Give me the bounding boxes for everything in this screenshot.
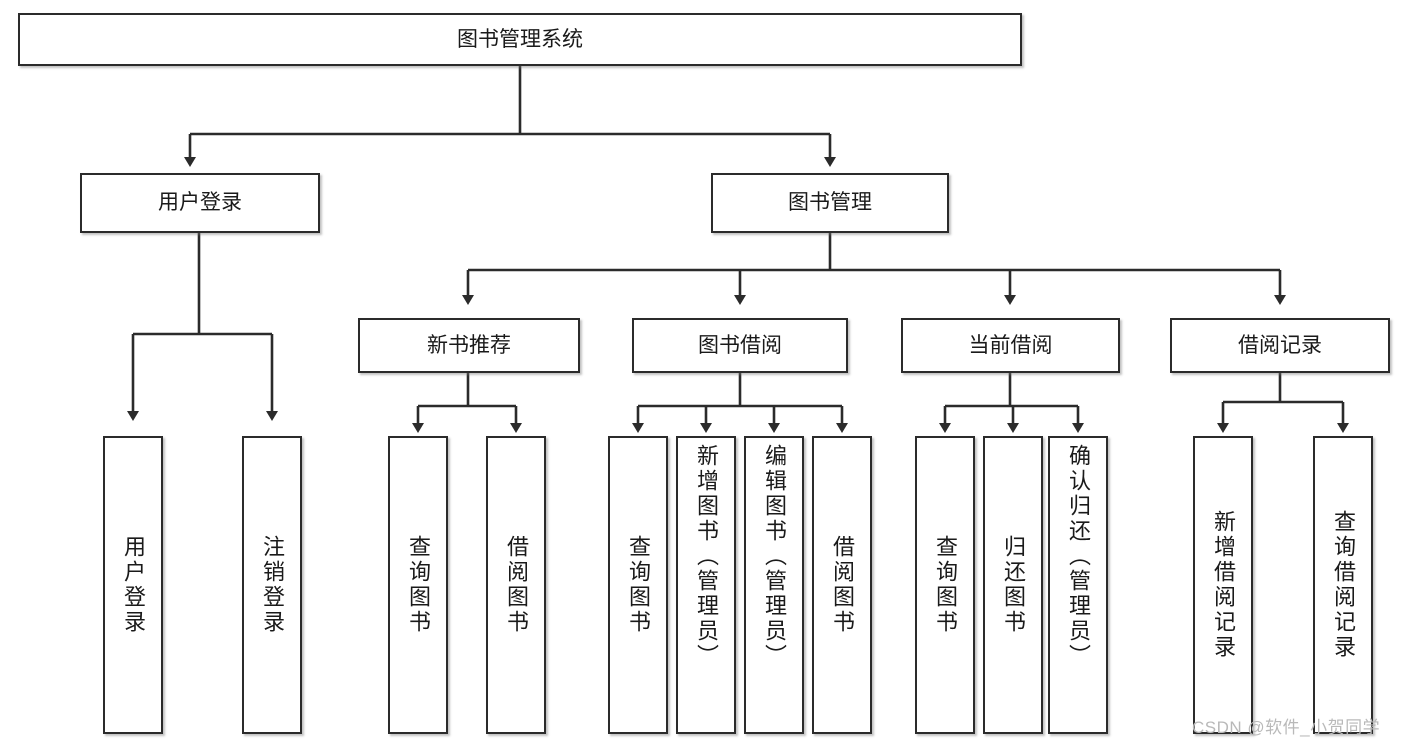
node-leaf-query-book-1[interactable]: 查询图书 [388, 436, 448, 734]
node-root-label: 图书管理系统 [457, 27, 583, 51]
node-leaf-query-book-2[interactable]: 查询图书 [608, 436, 668, 734]
node-book-management-label: 图书管理 [788, 191, 872, 215]
node-user-login[interactable]: 用户登录 [80, 173, 320, 233]
node-borrow-record[interactable]: 借阅记录 [1170, 318, 1390, 373]
node-leaf-borrow-book-1[interactable]: 借阅图书 [486, 436, 546, 734]
node-leaf-logout[interactable]: 注销登录 [242, 436, 302, 734]
node-leaf-edit-book[interactable]: 编辑图书（管理员） [744, 436, 804, 734]
watermark: CSDN @软件_小贺同学 [1192, 718, 1381, 737]
node-new-book-recommend-label: 新书推荐 [427, 333, 511, 357]
node-leaf-user-login[interactable]: 用户登录 [103, 436, 163, 734]
node-current-borrow-label: 当前借阅 [968, 333, 1053, 357]
node-leaf-confirm-return-label: 确认归还（管理员） [1066, 444, 1091, 669]
node-leaf-add-book[interactable]: 新增图书（管理员） [676, 436, 736, 734]
node-leaf-return-book-label: 归还图书 [1001, 535, 1026, 635]
node-leaf-borrow-book-2-label: 借阅图书 [830, 535, 855, 635]
node-leaf-edit-book-label: 编辑图书（管理员） [762, 444, 787, 669]
node-leaf-add-record-label: 新增借阅记录 [1211, 510, 1236, 660]
node-root[interactable]: 图书管理系统 [18, 13, 1022, 66]
node-leaf-borrow-book-1-label: 借阅图书 [504, 535, 529, 635]
node-book-borrow[interactable]: 图书借阅 [632, 318, 848, 373]
node-leaf-query-record[interactable]: 查询借阅记录 [1313, 436, 1373, 734]
node-user-login-label: 用户登录 [158, 191, 242, 215]
node-borrow-record-label: 借阅记录 [1238, 333, 1322, 357]
node-leaf-query-record-label: 查询借阅记录 [1331, 510, 1356, 660]
node-leaf-query-book-2-label: 查询图书 [626, 535, 651, 635]
node-leaf-query-book-3-label: 查询图书 [933, 535, 958, 635]
node-leaf-add-record[interactable]: 新增借阅记录 [1193, 436, 1253, 734]
node-current-borrow[interactable]: 当前借阅 [901, 318, 1120, 373]
node-leaf-query-book-3[interactable]: 查询图书 [915, 436, 975, 734]
node-book-borrow-label: 图书借阅 [698, 333, 782, 357]
node-leaf-add-book-label: 新增图书（管理员） [694, 444, 719, 669]
node-leaf-query-book-1-label: 查询图书 [406, 535, 431, 635]
node-leaf-logout-label: 注销登录 [260, 535, 285, 635]
node-leaf-borrow-book-2[interactable]: 借阅图书 [812, 436, 872, 734]
node-leaf-confirm-return[interactable]: 确认归还（管理员） [1048, 436, 1108, 734]
node-leaf-user-login-label: 用户登录 [121, 535, 146, 635]
node-book-management[interactable]: 图书管理 [711, 173, 949, 233]
node-leaf-return-book[interactable]: 归还图书 [983, 436, 1043, 734]
node-new-book-recommend[interactable]: 新书推荐 [358, 318, 580, 373]
